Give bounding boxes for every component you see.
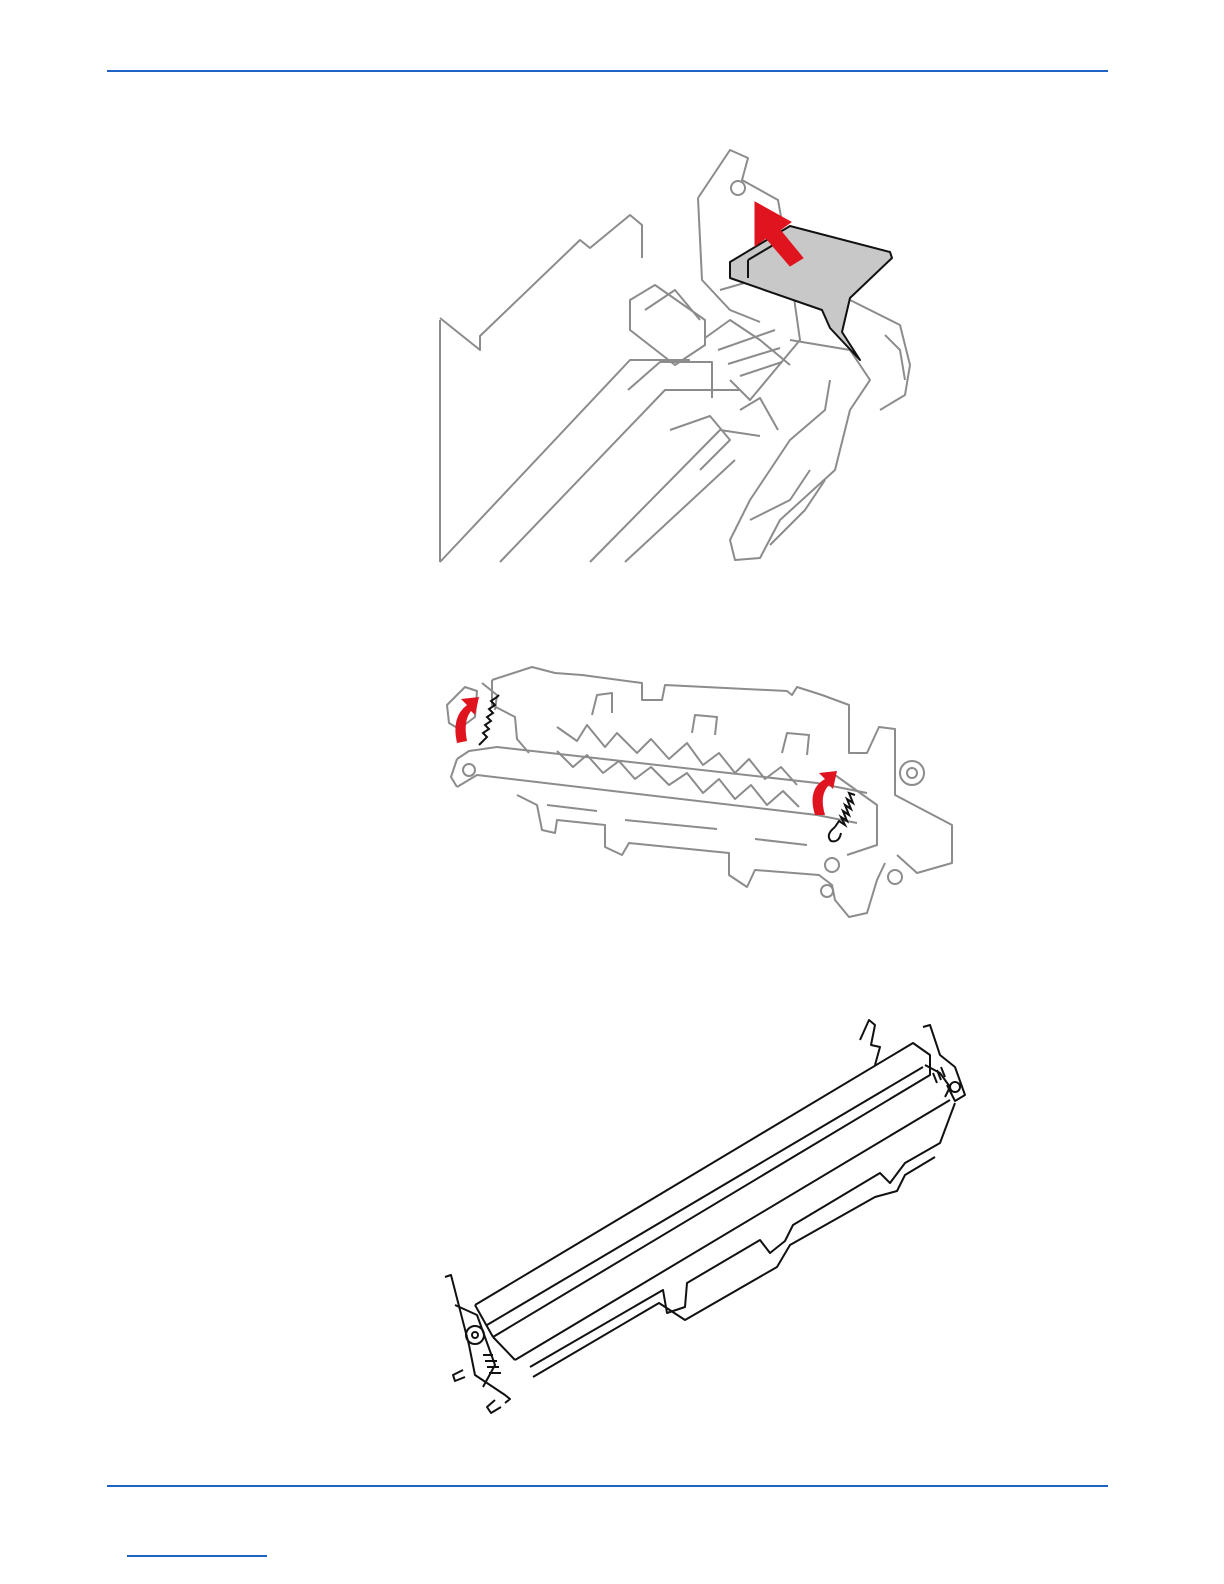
fuser-release-lever	[730, 226, 892, 360]
figure-1-fuser-cover-removal	[430, 140, 930, 570]
spring-part	[479, 695, 855, 841]
pressure-roller-part	[445, 1020, 965, 1413]
figure-3-pressure-roller	[435, 1015, 980, 1425]
header-rule	[107, 70, 1108, 72]
footer-link-underline[interactable]	[127, 1555, 267, 1557]
figure-2-spring-release	[437, 655, 957, 930]
fuser-gear-cover-part	[440, 150, 910, 562]
footer-rule	[107, 1485, 1108, 1487]
fuser-assembly-part	[447, 667, 952, 917]
